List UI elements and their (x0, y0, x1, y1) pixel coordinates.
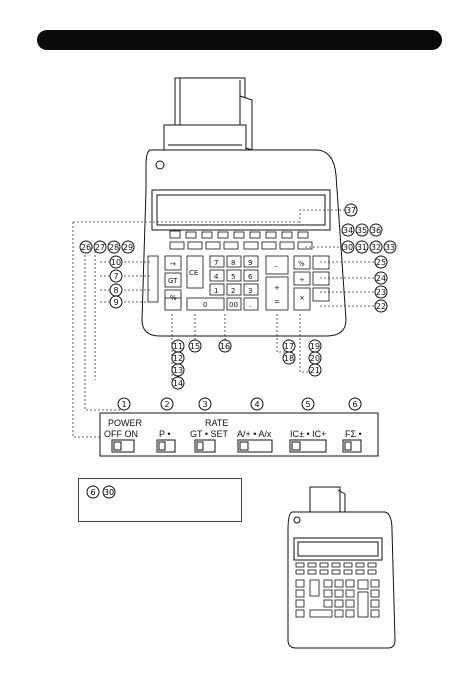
callout-34: 34 (343, 226, 353, 235)
svg-text:1: 1 (214, 287, 218, 295)
callout-14: 14 (173, 379, 183, 388)
svg-text:%: % (170, 294, 177, 302)
switch-1-label-bottom: OFF ON (104, 429, 138, 439)
callout-26: 26 (81, 243, 91, 252)
callout-9: 9 (113, 298, 118, 307)
callout-33: 33 (385, 243, 395, 252)
svg-text:2: 2 (231, 287, 235, 295)
keypad-labels: → GT % CE 7 8 9 4 5 6 1 2 3 0 00 . – + =… (168, 259, 305, 309)
callout-17: 17 (284, 342, 294, 351)
leader-lines (72, 209, 375, 438)
switch-6-label: FΣ • (345, 429, 362, 439)
main-keypad (147, 255, 330, 311)
callout-10: 10 (111, 258, 121, 267)
callout-1: 1 (121, 400, 126, 409)
callout-8: 8 (113, 286, 118, 295)
callout-23: 23 (376, 288, 386, 297)
switch-4-label: A/+ • A/x (237, 429, 272, 439)
svg-text:.: . (249, 301, 251, 309)
svg-text:×: × (299, 294, 305, 302)
note-refs: 6 30 (86, 485, 116, 499)
switch-3-label-top: RATE (205, 418, 229, 428)
note-box: 6 30 (78, 478, 242, 522)
note-ref-30: 30 (104, 488, 114, 497)
callout-28: 28 (109, 243, 119, 252)
callout-7: 7 (113, 272, 118, 281)
header-banner (37, 30, 442, 50)
small-calculator (287, 486, 396, 649)
svg-text:+: + (274, 284, 280, 292)
svg-text:8: 8 (231, 259, 235, 267)
callout-12: 12 (173, 354, 183, 363)
callouts-left: 26 27 28 29 10 7 8 9 (79, 240, 135, 309)
svg-text:6: 6 (248, 273, 253, 281)
callout-11: 11 (173, 342, 183, 351)
switch-1-label-top: POWER (108, 418, 143, 428)
svg-text:7: 7 (214, 259, 218, 267)
callout-24: 24 (376, 274, 386, 283)
callout-21: 21 (310, 366, 320, 375)
svg-text:5: 5 (231, 273, 235, 281)
note-ref-6: 6 (90, 488, 95, 497)
svg-text:%: % (298, 260, 305, 268)
svg-text:GT: GT (168, 277, 178, 285)
callout-15: 15 (190, 342, 200, 351)
svg-text:=: = (274, 298, 280, 306)
callout-27: 27 (95, 243, 105, 252)
callout-20: 20 (310, 354, 320, 363)
svg-text:CE: CE (189, 269, 198, 277)
callout-37: 37 (346, 206, 356, 215)
switch-5-label: IC± • IC+ (290, 429, 327, 439)
callout-3: 3 (202, 400, 207, 409)
svg-text:–: – (274, 262, 278, 270)
callout-32: 32 (371, 243, 381, 252)
callout-13: 13 (173, 366, 183, 375)
callout-18: 18 (284, 354, 294, 363)
callout-16: 16 (220, 342, 230, 351)
svg-text:9: 9 (248, 259, 252, 267)
svg-text:÷: ÷ (299, 276, 305, 284)
callouts-right: 25 24 23 22 (374, 255, 388, 313)
callout-2: 2 (164, 400, 169, 409)
svg-text:3: 3 (248, 287, 252, 295)
callout-31: 31 (357, 243, 367, 252)
callout-22: 22 (376, 302, 386, 311)
svg-text:→: → (170, 260, 176, 268)
callout-4: 4 (254, 400, 259, 409)
switch-2-label: P • (159, 429, 171, 439)
callout-25: 25 (376, 258, 386, 267)
callout-36: 36 (371, 226, 381, 235)
switch-panel: 1 2 3 4 5 6 (99, 397, 379, 457)
callouts-bottom: 11 12 13 14 15 16 17 18 19 20 21 (171, 339, 322, 390)
callout-35: 35 (357, 226, 367, 235)
callout-19: 19 (310, 342, 320, 351)
svg-text:0: 0 (203, 301, 207, 309)
callout-6: 6 (352, 400, 357, 409)
callout-30: 30 (343, 243, 353, 252)
switch-3-label-bottom: GT • SET (190, 429, 228, 439)
callouts-right-top: 37 34 35 36 30 31 32 33 (341, 203, 397, 254)
callout-29: 29 (123, 243, 133, 252)
svg-text:4: 4 (214, 273, 219, 281)
callout-5: 5 (305, 400, 310, 409)
top-key-row (169, 230, 313, 250)
svg-text:00: 00 (229, 301, 238, 309)
